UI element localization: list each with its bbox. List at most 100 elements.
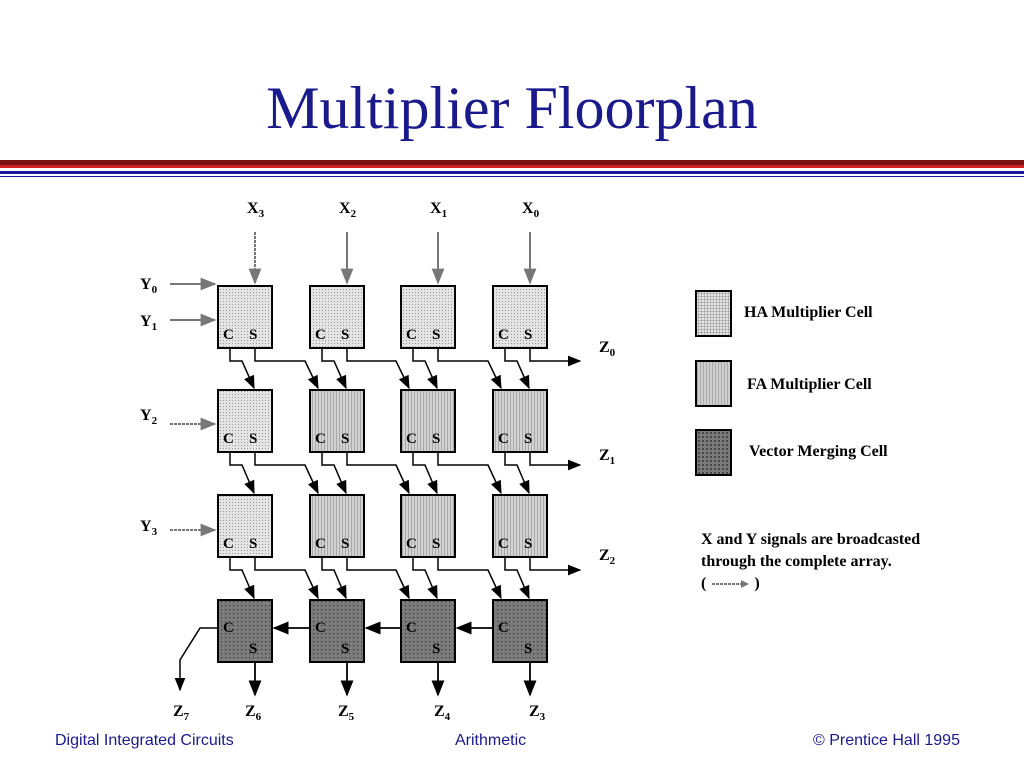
- cell-carry-label: C: [223, 327, 234, 343]
- footer-copyright: © Prentice Hall 1995: [813, 732, 960, 749]
- cell-box: [492, 599, 548, 663]
- carry-wire: [504, 452, 530, 495]
- sum-out-wire: [529, 452, 582, 471]
- cell-sum-label: S: [249, 641, 257, 657]
- x-input-label-subscript: 1: [442, 208, 448, 220]
- legend-vm-swatch: [695, 429, 732, 476]
- bottom-output-label-base: Z: [434, 703, 445, 720]
- right-output-label-base: Z: [599, 547, 610, 564]
- bottom-output-label-base: Z: [529, 703, 540, 720]
- cell-box: [217, 494, 273, 558]
- final-carry-wire: [174, 627, 218, 692]
- right-output-label: Z2: [599, 547, 616, 567]
- cell-box: [309, 494, 365, 558]
- cell-box: [492, 494, 548, 558]
- right-output-label: Z0: [599, 339, 616, 359]
- bottom-output-label-subscript: 7: [184, 711, 190, 723]
- multiplier-cell-vm: CS: [309, 599, 365, 663]
- legend-fa-label: FA Multiplier Cell: [747, 376, 872, 393]
- cell-carry-label: C: [406, 327, 417, 343]
- sum-wire: [254, 557, 319, 600]
- legend-fa-swatch: [695, 360, 732, 407]
- cell-sum-label: S: [524, 431, 532, 447]
- y-input-label-base: Y: [140, 407, 152, 424]
- wire-layer: [170, 232, 582, 697]
- sum-wire: [346, 452, 410, 495]
- cell-box: [400, 285, 456, 349]
- carry-wire: [412, 452, 438, 495]
- y-input-label-subscript: 3: [152, 526, 158, 538]
- right-output-label: Z1: [599, 447, 615, 467]
- cell-carry-label: C: [315, 431, 326, 447]
- right-output-label-subscript: 2: [610, 555, 616, 567]
- cell-carry-label: C: [315, 327, 326, 343]
- carry-wire: [504, 348, 530, 390]
- cell-box: [217, 389, 273, 453]
- carry-wire: [321, 557, 347, 600]
- x-input-label-base: X: [430, 200, 442, 217]
- carry-wire: [321, 452, 347, 495]
- cell-sum-label: S: [432, 327, 440, 343]
- cell-sum-label: S: [341, 641, 349, 657]
- right-output-label-subscript: 1: [610, 455, 616, 467]
- x-input-label: X2: [339, 200, 357, 220]
- sum-wire: [254, 348, 319, 390]
- cell-carry-label: C: [223, 620, 234, 636]
- x-input-label-subscript: 0: [534, 208, 540, 220]
- bottom-output-label-subscript: 6: [256, 711, 262, 723]
- cell-carry-label: C: [498, 327, 509, 343]
- cell-carry-label: C: [223, 536, 234, 552]
- cell-carry-label: C: [406, 620, 417, 636]
- bottom-output-label-base: Z: [245, 703, 256, 720]
- cell-sum-label: S: [341, 327, 349, 343]
- bottom-output-label: Z4: [434, 703, 451, 723]
- bottom-output-label-subscript: 5: [349, 711, 355, 723]
- x-input-label: X1: [430, 200, 447, 220]
- carry-wire: [412, 348, 438, 390]
- broadcast-note-legend: ( ): [701, 573, 920, 595]
- cell-box: [400, 599, 456, 663]
- broadcast-note: X and Y signals are broadcasted through …: [701, 529, 920, 595]
- legend-vm-label: Vector Merging Cell: [749, 443, 888, 460]
- cell-sum-label: S: [524, 641, 532, 657]
- x-input-label-base: X: [339, 200, 351, 217]
- y-input-label: Y2: [140, 407, 158, 427]
- multiplier-cell-vm: CS: [492, 599, 548, 663]
- x-input-label-subscript: 2: [351, 208, 357, 220]
- multiplier-cell-vm: CS: [217, 599, 273, 663]
- legend-ha-swatch: [695, 290, 732, 337]
- bottom-output-label-base: Z: [338, 703, 349, 720]
- y-input-label: Y0: [140, 276, 158, 296]
- sum-wire: [346, 557, 410, 600]
- x-input-label: X3: [247, 200, 265, 220]
- x-input-label: X0: [522, 200, 540, 220]
- cell-box: [492, 389, 548, 453]
- cell-box: [309, 389, 365, 453]
- y-input-label-subscript: 2: [152, 415, 158, 427]
- cell-sum-label: S: [524, 536, 532, 552]
- x-input-label-subscript: 3: [259, 208, 265, 220]
- sum-wire: [346, 348, 410, 390]
- bottom-output-label: Z3: [529, 703, 546, 723]
- cell-carry-label: C: [315, 620, 326, 636]
- footer-course-title: Digital Integrated Circuits: [55, 732, 234, 749]
- right-output-label-base: Z: [599, 339, 610, 356]
- right-output-label-base: Z: [599, 447, 610, 464]
- cell-box: [400, 389, 456, 453]
- carry-wire: [321, 348, 347, 390]
- cell-carry-label: C: [223, 431, 234, 447]
- carry-wire: [504, 557, 530, 600]
- note-open-paren: (: [701, 575, 707, 592]
- cell-sum-label: S: [341, 431, 349, 447]
